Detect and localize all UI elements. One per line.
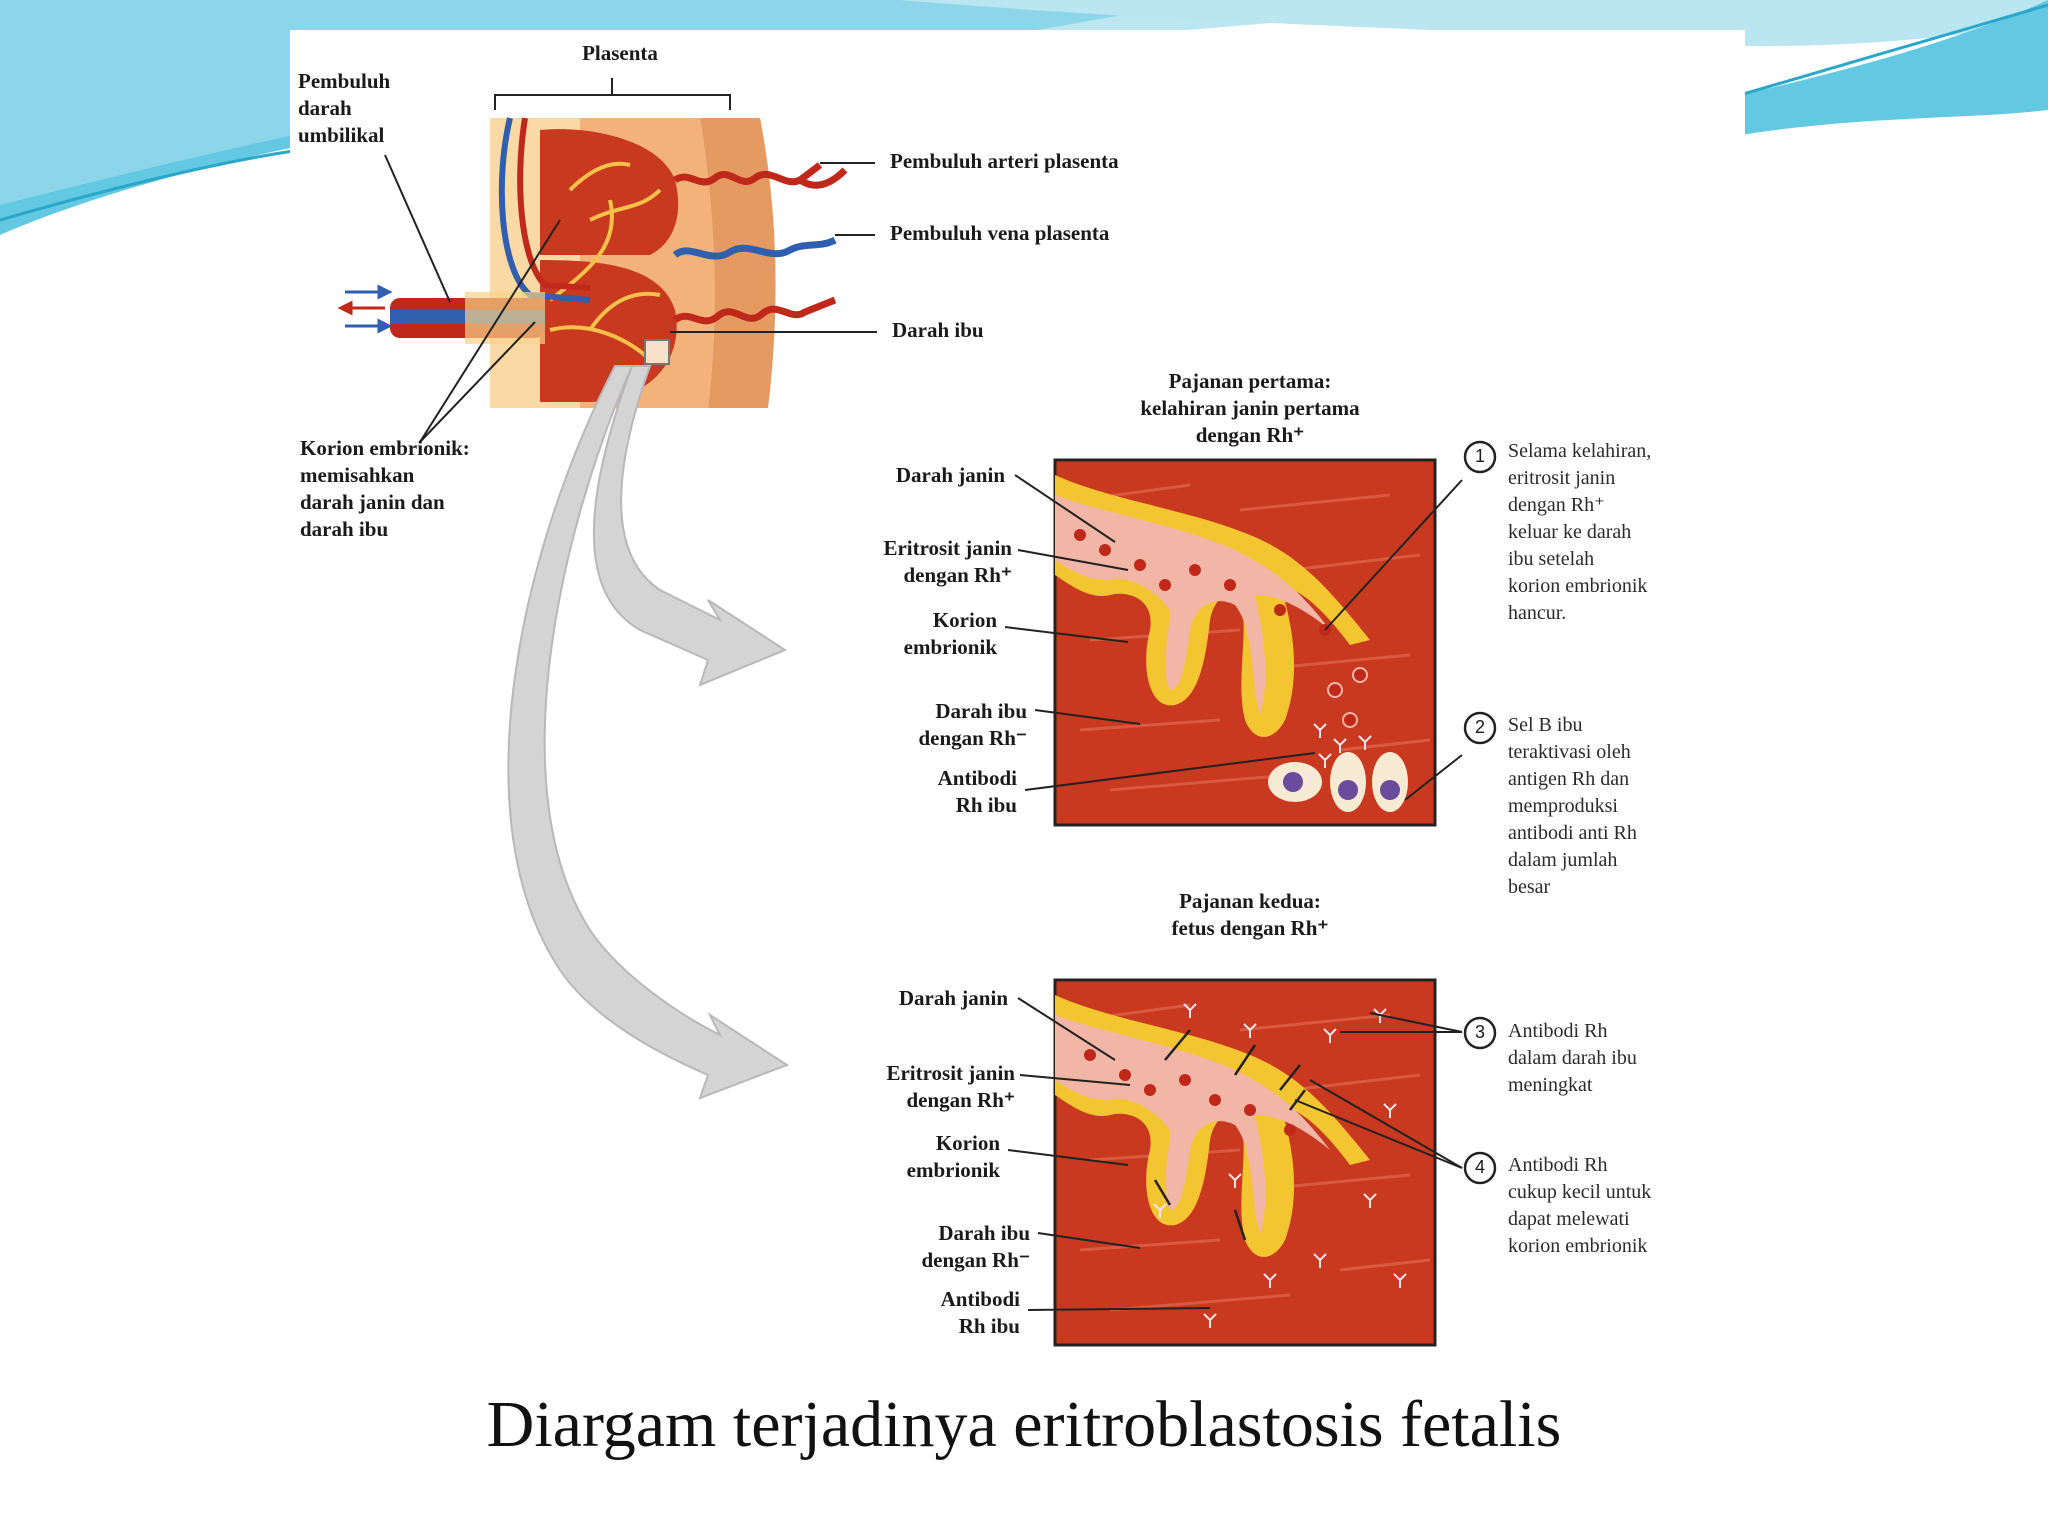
b-cell-nucleus: [1338, 780, 1358, 800]
step2-text: Sel B ibu teraktivasi oleh antigen Rh da…: [1508, 714, 1637, 898]
step2-number: 2: [1474, 717, 1485, 737]
placenta-lobe-upper: [540, 129, 679, 255]
p2-fetal-rbc-label: Eritrosit janin dengan Rh⁺: [886, 1061, 1015, 1112]
zoom-arrow-lower: [507, 365, 790, 1100]
leader-p1-eritrosit: [1017, 549, 1129, 571]
zoom-arrow-upper: [593, 365, 788, 687]
placenta-band-dark: [700, 118, 776, 408]
leader-p2-antibodi: [1027, 1307, 1211, 1311]
step2-circle: [1463, 711, 1497, 745]
leader-p2-korion: [1007, 1149, 1129, 1166]
leader-p1-darah-janin: [1014, 474, 1116, 543]
rbc-escaped: [1352, 667, 1368, 683]
leader-p2-darah-janin: [1017, 997, 1116, 1061]
umbilical-vein: [498, 117, 591, 303]
plasenta-label: Plasenta: [582, 41, 658, 65]
placental-artery-label: Pembuluh arteri plasenta: [890, 149, 1119, 173]
step1-text: Selama kelahiran, eritrosit janin dengan…: [1508, 440, 1652, 624]
leader-step4-b: [1294, 1099, 1463, 1169]
p2-chorion-label: Korion embrionik: [906, 1131, 1000, 1182]
rbc: [1144, 1084, 1156, 1096]
p1-fetal-blood-label: Darah janin: [895, 463, 1005, 487]
rbc: [1084, 1049, 1096, 1061]
top-right-wave: [900, 0, 2048, 47]
plasenta-bracket: [494, 78, 731, 110]
rbc: [1244, 1104, 1256, 1116]
maternal-blood-label: Darah ibu: [892, 318, 984, 342]
placental-vein-label: Pembuluh vena plasenta: [890, 221, 1110, 245]
rbc: [1209, 1094, 1221, 1106]
leader-step1: [1324, 479, 1463, 631]
rbc-escaped: [1327, 682, 1343, 698]
leader-p1-korion: [1004, 626, 1129, 643]
chorion-label: Korion embrionik: memisahkan darah janin…: [300, 436, 470, 541]
umbilical-cord-sheath: [465, 292, 545, 344]
chorion-branches: [548, 161, 662, 362]
umbilical-vessels-label: Pembuluh darah umbilikal: [298, 69, 391, 147]
leader-step4-a: [1309, 1079, 1463, 1169]
rbc: [1119, 1069, 1131, 1081]
panel2-title: Pajanan kedua: fetus dengan Rh⁺: [1171, 889, 1329, 940]
placental-artery: [673, 162, 848, 189]
leader-step2: [1404, 754, 1463, 801]
rbc: [1274, 604, 1286, 616]
placenta-diagram: [337, 78, 877, 443]
leader-p2-darah-ibu: [1037, 1232, 1141, 1249]
p1-chorion-label: Korion embrionik: [903, 608, 997, 659]
step4-text: Antibodi Rh cukup kecil untuk dapat mele…: [1508, 1154, 1652, 1257]
p2-maternal-blood-label: Darah ibu dengan Rh⁻: [921, 1221, 1030, 1272]
leader-korion-2: [419, 321, 536, 443]
zoom-box: [644, 339, 670, 365]
rbc: [1074, 529, 1086, 541]
step3-text: Antibodi Rh dalam darah ibu meningkat: [1508, 1020, 1637, 1096]
rbc: [1179, 1074, 1191, 1086]
slide-caption: Diargam terjadinya eritroblastosis fetal…: [486, 1388, 1562, 1461]
leader-step3-a: [1369, 1012, 1463, 1033]
b-cell-nucleus: [1283, 772, 1303, 792]
right-streak: [1739, 3, 2048, 97]
rbc: [1099, 544, 1111, 556]
rbc: [1284, 1124, 1296, 1136]
leader-korion-1: [419, 219, 561, 443]
leader-p1-antibodi: [1024, 752, 1316, 791]
figure-panel: 1 2 3 4 Plasenta Pembuluh darah umbilika…: [290, 30, 1745, 1360]
p1-maternal-blood-label: Darah ibu dengan Rh⁻: [918, 699, 1027, 750]
panel1-title: Pajanan pertama: kelahiran janin pertama…: [1140, 369, 1360, 447]
antibodies: [1303, 723, 1372, 786]
rbc: [1224, 579, 1236, 591]
b-cell-nucleus: [1380, 780, 1400, 800]
p2-antibody-label: Antibodi Rh ibu: [940, 1287, 1020, 1338]
right-wave: [1740, 0, 2048, 135]
placental-artery-2: [672, 296, 837, 325]
panel1-tissue: [1053, 458, 1437, 827]
step4-number: 4: [1474, 1157, 1485, 1177]
step1-circle: [1463, 440, 1497, 474]
p2-fetal-blood-label: Darah janin: [898, 986, 1008, 1010]
p1-fetal-rbc-label: Eritrosit janin dengan Rh⁺: [883, 536, 1012, 587]
leader-p1-darah-ibu: [1034, 709, 1141, 725]
placental-vein: [672, 236, 837, 260]
step4-circle: [1463, 1151, 1497, 1185]
p1-antibody-label: Antibodi Rh ibu: [937, 766, 1017, 817]
step3-circle: [1463, 1016, 1497, 1050]
rbc: [1189, 564, 1201, 576]
leader-umbilical: [384, 154, 451, 303]
panel1-villus-inner: [1055, 495, 1330, 715]
rbc: [1159, 579, 1171, 591]
umbilical-artery: [517, 117, 591, 291]
left-streak: [0, 148, 301, 222]
step3-number: 3: [1474, 1022, 1485, 1042]
figure-drawing: [337, 78, 1497, 1347]
leader-p2-eritrosit: [1019, 1074, 1131, 1086]
rbc-escaped: [1342, 712, 1358, 728]
rbc: [1134, 559, 1146, 571]
step1-number: 1: [1474, 446, 1485, 466]
antibodies: [1153, 1003, 1407, 1328]
panel2-tissue: [1053, 978, 1437, 1347]
